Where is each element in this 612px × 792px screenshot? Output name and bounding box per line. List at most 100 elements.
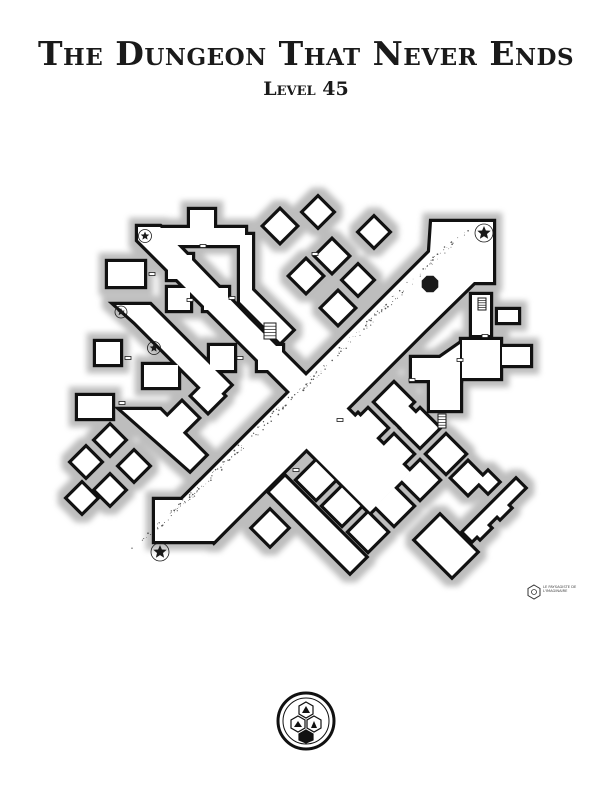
debris-icon xyxy=(241,445,242,446)
star-icon xyxy=(140,231,150,240)
south-corridor xyxy=(270,477,365,572)
page-title: The Dungeon That Never Ends xyxy=(37,34,575,73)
debris-icon xyxy=(184,501,186,503)
debris-icon xyxy=(150,534,152,536)
debris-icon xyxy=(284,404,287,407)
debris-icon xyxy=(255,433,257,436)
debris-icon xyxy=(178,503,180,506)
debris-icon xyxy=(205,483,207,485)
debris-icon xyxy=(306,385,308,387)
debris-icon xyxy=(190,492,192,494)
debris-icon xyxy=(443,246,446,248)
debris-icon xyxy=(277,413,280,416)
debris-icon xyxy=(345,347,347,350)
door-icon xyxy=(456,358,464,362)
debris-icon xyxy=(429,263,431,265)
debris-icon xyxy=(187,500,189,501)
debris-icon xyxy=(324,368,326,370)
star-ring xyxy=(138,229,152,243)
debris-icon xyxy=(242,447,245,449)
hexagon-logo-icon xyxy=(276,691,336,751)
debris-icon xyxy=(269,416,272,418)
debris-icon xyxy=(252,432,255,434)
debris-icon xyxy=(370,317,372,319)
debris-icon xyxy=(178,506,180,508)
debris-icon xyxy=(340,350,342,352)
credit-hex-icon xyxy=(527,584,541,600)
debris-icon xyxy=(374,313,375,314)
debris-icon xyxy=(237,444,240,447)
debris-icon xyxy=(170,510,172,512)
stairs-icon xyxy=(263,322,277,340)
debris-icon xyxy=(412,283,413,285)
door-icon xyxy=(186,298,194,302)
debris-icon xyxy=(359,334,361,336)
debris-icon xyxy=(326,365,327,367)
debris-icon xyxy=(271,412,274,415)
debris-icon xyxy=(338,351,340,353)
grid-room-1-0 xyxy=(323,435,361,473)
debris-icon xyxy=(193,495,196,497)
grid-room-1-2 xyxy=(375,487,413,525)
star-ring xyxy=(150,542,170,562)
debris-icon xyxy=(236,451,239,454)
credit-line-2: L'IMAGINAIRE xyxy=(543,589,568,594)
diamond-room-0 xyxy=(264,210,296,242)
debris-icon xyxy=(146,537,147,538)
debris-icon xyxy=(380,310,383,312)
debris-icon xyxy=(391,295,393,298)
debris-icon xyxy=(387,305,389,308)
debris-icon xyxy=(398,289,401,292)
star-icon xyxy=(477,226,491,239)
debris-icon xyxy=(233,449,236,452)
debris-icon xyxy=(426,265,428,267)
debris-icon xyxy=(293,393,296,396)
star-ring xyxy=(474,223,494,243)
debris-icon xyxy=(419,273,421,275)
debris-icon xyxy=(309,376,311,377)
southwest-grid-room xyxy=(253,511,287,545)
debris-icon xyxy=(337,354,339,357)
debris-icon xyxy=(315,371,318,373)
debris-icon xyxy=(450,246,452,248)
debris-icon xyxy=(446,247,448,248)
debris-icon xyxy=(157,528,159,530)
debris-icon xyxy=(457,237,459,239)
debris-icon xyxy=(433,255,435,257)
debris-icon xyxy=(363,328,365,330)
debris-icon xyxy=(196,487,198,489)
door-icon xyxy=(336,418,344,422)
debris-icon xyxy=(424,268,426,270)
grid-room-3-2 xyxy=(427,435,465,473)
credit-line-1: LE PAYSAGISTE DE xyxy=(543,585,577,589)
debris-icon xyxy=(463,232,465,234)
debris-icon xyxy=(191,495,193,497)
debris-icon xyxy=(188,496,191,498)
debris-icon xyxy=(313,375,315,377)
debris-icon xyxy=(299,389,300,391)
debris-icon xyxy=(303,387,305,389)
debris-icon xyxy=(338,352,340,354)
debris-icon xyxy=(343,348,345,349)
debris-icon xyxy=(234,453,236,456)
grid-north-room xyxy=(342,414,374,446)
diamond-room-7 xyxy=(166,402,198,434)
debris-icon xyxy=(297,391,299,394)
debris-icon xyxy=(463,234,465,236)
debris-icon xyxy=(184,502,186,504)
grid-room-0-1 xyxy=(323,487,361,525)
room-0 xyxy=(190,210,214,232)
debris-icon xyxy=(189,498,191,500)
hall-south-nook xyxy=(182,482,236,541)
diamond-room-5 xyxy=(343,265,373,295)
star-icon xyxy=(149,343,159,352)
grid-room-2-1 xyxy=(375,435,413,473)
debris-icon xyxy=(354,336,356,337)
grid-room-0-0 xyxy=(297,461,335,499)
west-corridor xyxy=(116,305,230,401)
debris-icon xyxy=(392,301,394,302)
north-corridor xyxy=(240,235,292,342)
east-closet xyxy=(498,310,518,322)
room-3 xyxy=(168,288,190,310)
debris-icon xyxy=(384,307,387,310)
